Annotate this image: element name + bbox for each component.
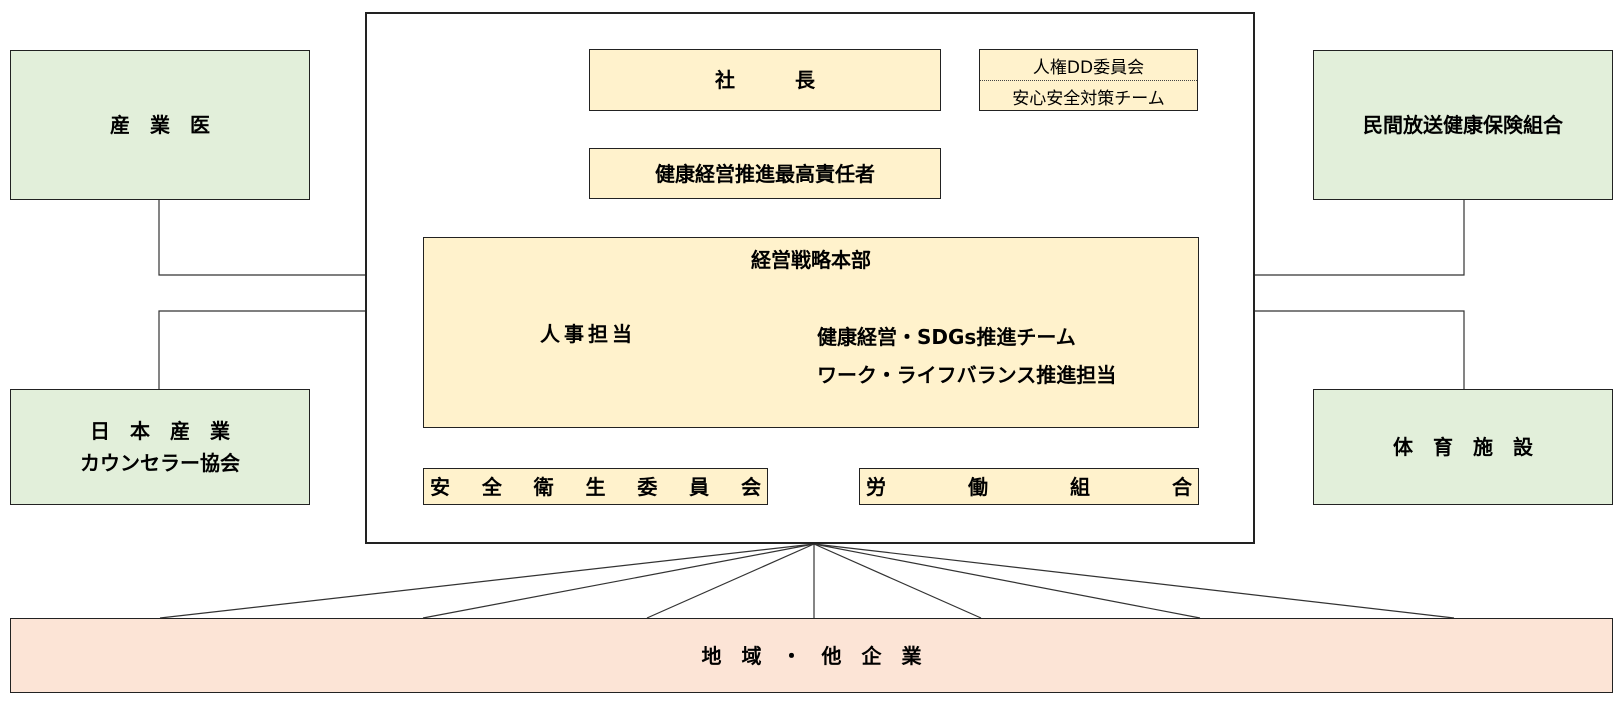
sports-facility-label: 体 育 施 設 — [1393, 435, 1533, 459]
sports-facility-box: 体 育 施 設 — [1313, 389, 1613, 505]
human-rights-dd-committee: 人権DD委員会 — [980, 50, 1197, 81]
community-label: 地 域 ・ 他 企 業 — [701, 643, 922, 668]
safety-committee-char: 安 — [430, 474, 450, 499]
safety-committee-char: 全 — [481, 474, 502, 499]
connector-community-fan — [159, 543, 1455, 619]
safety-health-committee-label: 安 全 衛 生 委 員 会 — [424, 471, 767, 503]
labor-union-char: 働 — [968, 474, 988, 499]
cho-label: 健康経営推進最高責任者 — [655, 161, 875, 186]
safety-committee-char: 衛 — [533, 474, 554, 499]
connector-health-insurance — [1255, 200, 1465, 276]
safety-committee-char: 委 — [637, 474, 658, 499]
health-insurance-box: 民間放送健康保険組合 — [1313, 50, 1613, 200]
community-box: 地 域 ・ 他 企 業 — [10, 618, 1613, 693]
hr-label: 人事担当 — [540, 322, 636, 346]
cho-box: 健康経営推進最高責任者 — [589, 148, 941, 199]
safety-security-team: 安心安全対策チーム — [1012, 88, 1165, 109]
safety-committee-char: 生 — [585, 474, 606, 499]
president-box: 社 長 — [589, 49, 941, 111]
labor-union-char: 組 — [1070, 474, 1090, 499]
labor-union-char: 労 — [866, 474, 886, 499]
counselor-association-line-1: 日 本 産 業 — [90, 419, 230, 443]
strategy-hq-title: 経営戦略本部 — [751, 248, 871, 272]
safety-committee-char: 員 — [689, 474, 710, 499]
labor-union-label: 労 働 組 合 — [860, 471, 1198, 503]
safety-health-committee-box: 安 全 衛 生 委 員 会 — [423, 468, 768, 505]
labor-union-box: 労 働 組 合 — [859, 468, 1199, 505]
occupational-physician-box: 産 業 医 — [10, 50, 310, 200]
president-label: 社 長 — [715, 68, 815, 92]
counselor-association-box: 日 本 産 業 カウンセラー協会 — [10, 389, 310, 505]
health-sdgs-team-label: 健康経営・SDGs推進チーム — [817, 325, 1076, 349]
safety-committee-char: 会 — [740, 474, 761, 499]
labor-union-char: 合 — [1172, 474, 1192, 499]
connector-occupational-physician — [158, 200, 365, 276]
committee-box: 人権DD委員会 安心安全対策チーム — [979, 49, 1198, 111]
connector-counselor-association — [158, 310, 365, 389]
strategy-hq-box: 経営戦略本部 人事担当 健康経営・SDGs推進チーム ワーク・ライフバランス推進… — [423, 237, 1199, 428]
health-insurance-label: 民間放送健康保険組合 — [1363, 113, 1563, 137]
connector-sports-facility — [1255, 310, 1465, 389]
occupational-physician-label: 産 業 医 — [110, 113, 210, 137]
work-life-balance-label: ワーク・ライフバランス推進担当 — [817, 363, 1117, 387]
counselor-association-line-2: カウンセラー協会 — [80, 451, 240, 475]
hq-right-group: 健康経営・SDGs推進チーム ワーク・ライフバランス推進担当 — [817, 318, 1116, 394]
